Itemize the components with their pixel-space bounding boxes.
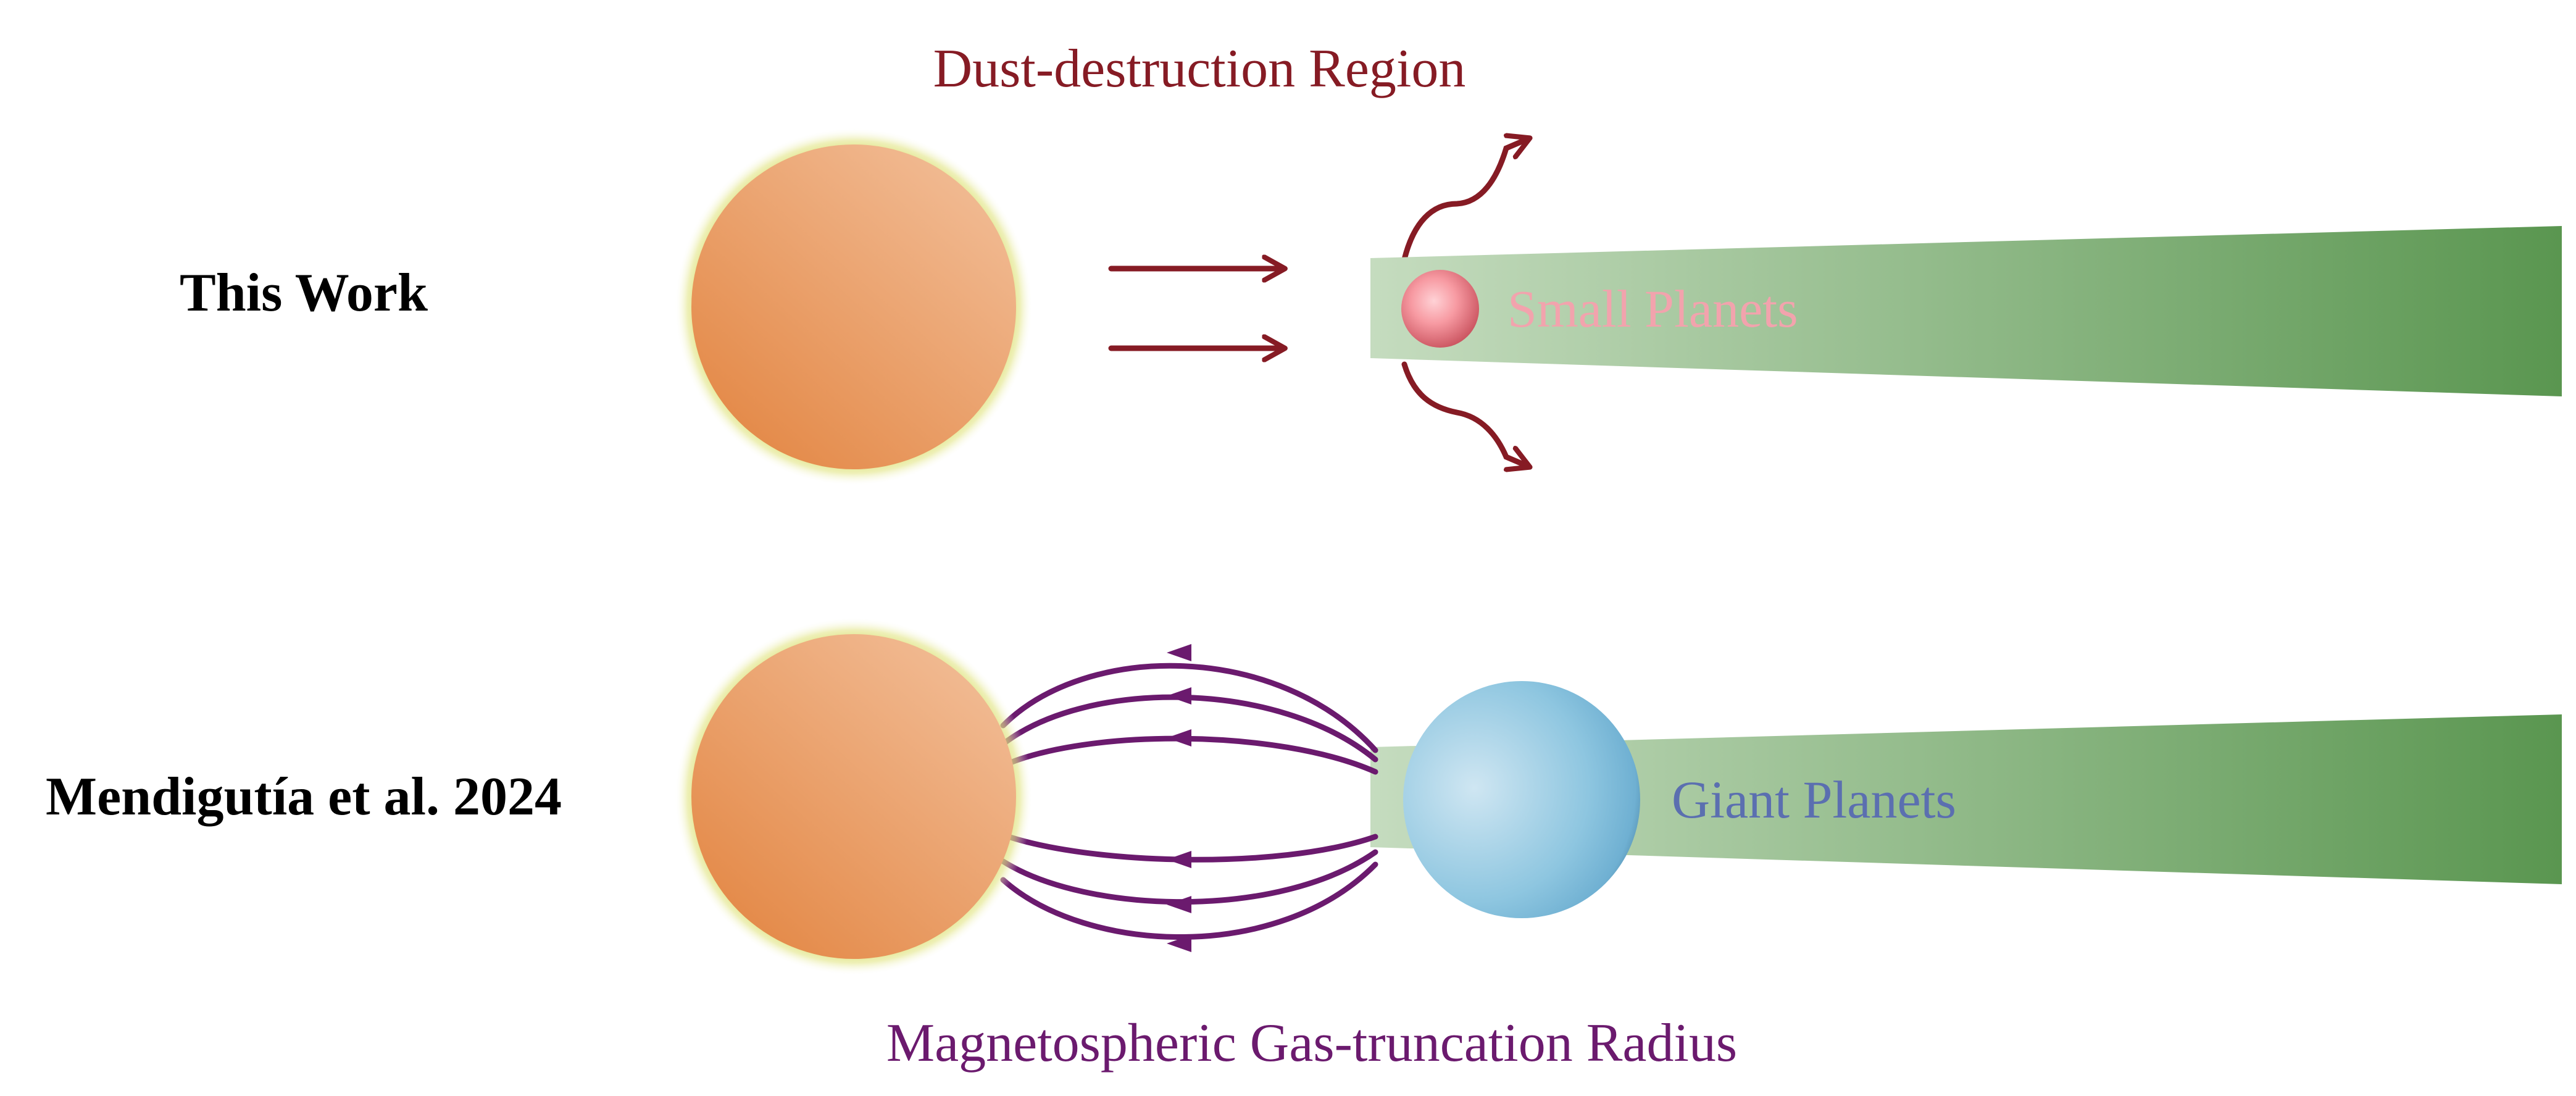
dust-region-label: Dust-destruction Region (933, 39, 1466, 99)
field-line-1 (1000, 663, 1378, 753)
row-this-work: This Work Small Planets Dust-destruction… (180, 39, 2562, 486)
field-arrow-5 (1167, 896, 1191, 913)
field-arrow-2 (1167, 687, 1191, 705)
field-arrow-4 (1167, 851, 1191, 868)
giant-planet (1403, 681, 1640, 918)
disk-mendigutia (1370, 714, 2562, 884)
field-arrow-3 (1167, 729, 1191, 747)
giant-planets-label: Giant Planets (1672, 770, 1956, 829)
field-line-6 (1000, 861, 1378, 940)
dust-outflow-arrow-down (1401, 361, 1528, 466)
dust-arrows (1108, 139, 1528, 466)
star-this-work (675, 128, 1033, 486)
small-planets-label: Small Planets (1507, 279, 1798, 338)
magnetic-field-lines (1000, 663, 1378, 940)
row-label-mendigutia: Mendigutía et al. 2024 (46, 767, 562, 827)
row-mendigutia: Mendigutía et al. 2024 Giant (46, 617, 2562, 1073)
field-arrow-6 (1167, 935, 1191, 952)
row-label-this-work: This Work (180, 263, 428, 323)
field-line-arrowheads (1167, 644, 1191, 952)
disk-this-work (1370, 226, 2562, 396)
star-mendigutia (675, 617, 1033, 976)
gas-truncation-label: Magnetospheric Gas-truncation Radius (886, 1013, 1737, 1073)
field-arrow-1 (1167, 644, 1191, 661)
dust-outflow-arrow-up (1401, 139, 1528, 262)
small-planet (1401, 270, 1479, 348)
